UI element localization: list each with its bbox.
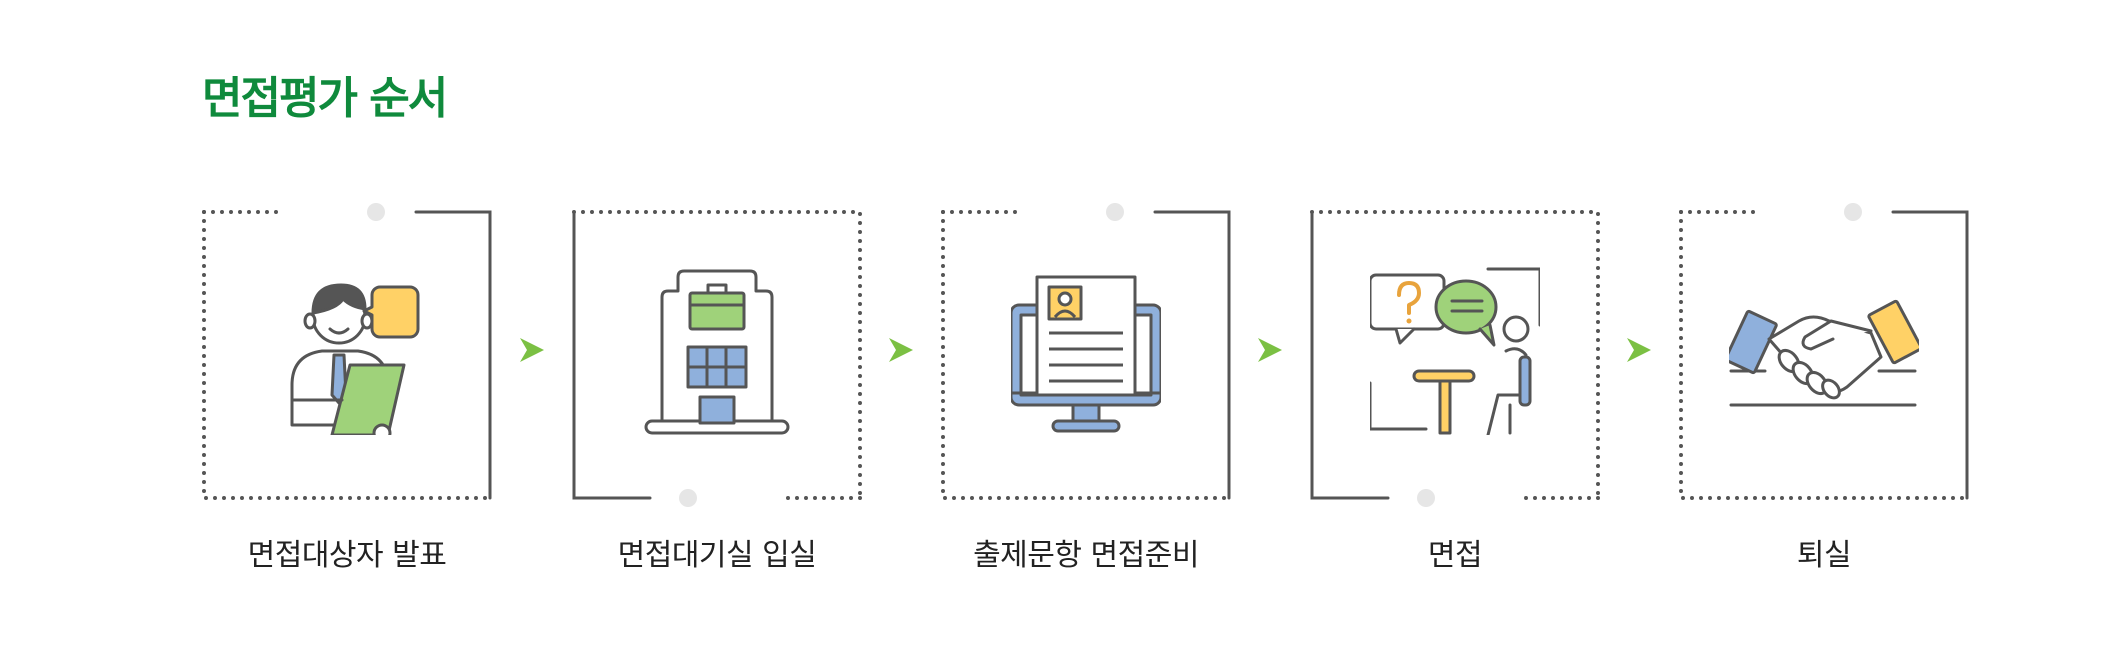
monitor-with-document-icon [1011, 275, 1161, 433]
step-3: 출제문항 면접준비 [941, 203, 1231, 573]
step-2: 면접대기실 입실 [572, 210, 862, 573]
step-1: 면접대상자 발표 [202, 203, 492, 573]
step-label: 출제문항 면접준비 [973, 538, 1199, 573]
step-label: 면접대상자 발표 [247, 538, 447, 573]
step-2-frame [572, 210, 862, 507]
step-5-frame [1679, 203, 1969, 500]
arrow-right-icon [1627, 338, 1651, 362]
step-label: 퇴실 [1796, 538, 1852, 573]
presenter-with-clipboard-icon [290, 283, 420, 435]
step-1-frame [202, 203, 492, 500]
step-3-frame [941, 203, 1231, 500]
arrow-right-icon [520, 338, 544, 362]
step-label: 면접대기실 입실 [617, 538, 817, 573]
page-title: 면접평가 순서 [202, 73, 448, 124]
step-4-frame [1310, 210, 1600, 507]
step-5: 퇴실 [1679, 203, 1969, 573]
step-label: 면접 [1427, 538, 1483, 573]
building-with-briefcase-icon [644, 269, 790, 435]
handshake-icon [1729, 299, 1919, 407]
interview-chat-icon [1370, 267, 1540, 435]
step-4: 면접 [1310, 210, 1600, 573]
arrow-right-icon [1258, 338, 1282, 362]
arrow-right-icon [889, 338, 913, 362]
